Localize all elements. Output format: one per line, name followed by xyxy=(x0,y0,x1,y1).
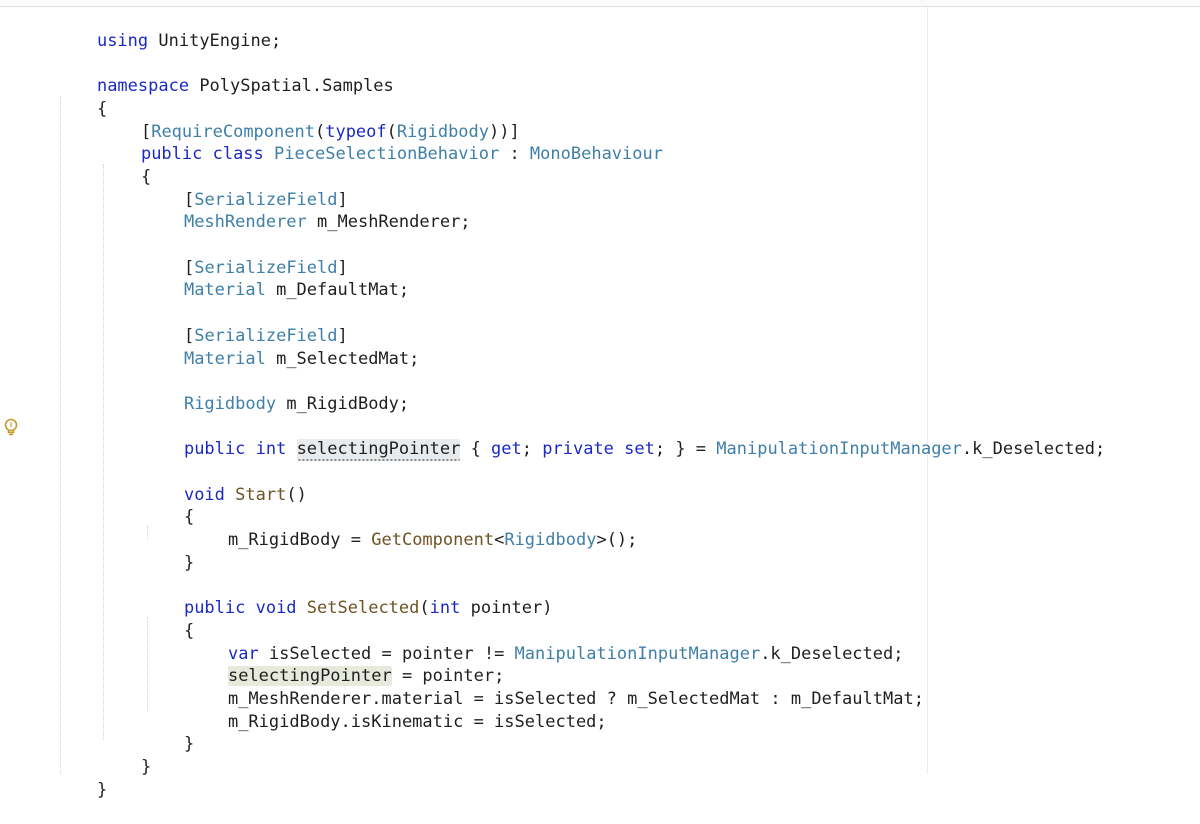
code-line: m_RigidBody = GetComponent<Rigidbody>(); xyxy=(227,530,638,551)
code-line: namespace PolySpatial.Samples xyxy=(96,76,394,97)
code-line: [RequireComponent(typeof(Rigidbody))] xyxy=(140,121,520,142)
code-line: m_MeshRenderer.material = isSelected ? m… xyxy=(227,689,924,709)
indent-guide xyxy=(103,164,104,740)
code-line: } xyxy=(183,734,195,755)
code-line: Material m_DefaultMat; xyxy=(183,280,410,301)
code-line: [SerializeField] xyxy=(183,325,348,346)
code-line: { xyxy=(96,98,108,119)
code-line: { xyxy=(140,166,152,187)
code-line: selectingPointer = pointer; xyxy=(227,666,505,687)
code-line: } xyxy=(183,552,195,573)
code-line: { xyxy=(183,620,195,641)
code-line: [SerializeField] xyxy=(183,189,348,210)
code-line: } xyxy=(140,757,152,778)
code-line: } xyxy=(96,779,108,800)
code-line: public class PieceSelectionBehavior : Mo… xyxy=(140,144,663,165)
editor-top-border xyxy=(0,0,1200,7)
code-line: { xyxy=(183,507,195,528)
highlighted-symbol[interactable]: selectingPointer xyxy=(296,439,461,462)
indent-guide xyxy=(60,96,61,774)
code-line: MeshRenderer m_MeshRenderer; xyxy=(183,212,471,233)
editor-column-ruler xyxy=(927,7,928,774)
lightbulb-icon[interactable] xyxy=(0,416,22,438)
code-line: using UnityEngine; xyxy=(96,30,282,51)
highlighted-symbol[interactable]: selectingPointer xyxy=(227,666,392,687)
code-line: m_RigidBody.isKinematic = isSelected; xyxy=(227,711,607,732)
code-line: var isSelected = pointer != Manipulation… xyxy=(227,643,904,664)
code-line: Material m_SelectedMat; xyxy=(183,348,420,369)
code-line: void Start() xyxy=(183,484,307,505)
code-line: [SerializeField] xyxy=(183,257,348,278)
indent-guide xyxy=(147,617,148,711)
indent-guide xyxy=(147,526,148,540)
code-line: Rigidbody m_RigidBody; xyxy=(183,393,410,414)
code-line: public void SetSelected(int pointer) xyxy=(183,598,553,619)
code-line: public int selectingPointer { get; priva… xyxy=(183,439,1106,462)
